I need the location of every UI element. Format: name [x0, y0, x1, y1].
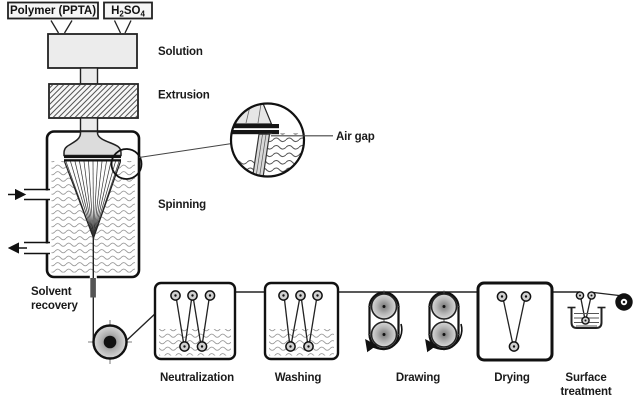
- solution-outlet-stem: [79, 67, 99, 85]
- airgap-marker-circle: [110, 148, 143, 180]
- air-gap-label: Air gap: [336, 131, 375, 143]
- fiber-to-bobbin: [593, 291, 620, 297]
- drying-oven: [476, 281, 554, 362]
- godet-wheel: [88, 320, 132, 364]
- treatment-beaker: [570, 307, 603, 329]
- drying-rollers: [496, 291, 532, 352]
- rotation-arrow: [365, 323, 403, 353]
- drawing-godet-pair-2: [425, 290, 463, 353]
- solution-vessel: [47, 33, 138, 69]
- acid-input-box: H2SO4: [103, 1, 153, 20]
- drying-label: Drying: [494, 372, 530, 384]
- neutralization-liquid: [159, 329, 231, 356]
- surface-treatment-unit: [567, 291, 606, 329]
- neutralization-bath: [153, 281, 237, 361]
- polymer-input-box: Polymer (PPTA): [7, 1, 99, 20]
- feed-funnels: [50, 20, 132, 34]
- extrusion-label: Extrusion: [158, 90, 210, 102]
- extruder: [48, 83, 139, 119]
- fiber-cone: [63, 161, 122, 239]
- drawing-godet-pair-1: [365, 290, 403, 353]
- washing-bath: [263, 281, 340, 361]
- washing-liquid: [269, 329, 334, 356]
- extruder-outlet-stem: [79, 117, 99, 133]
- airgap-detail-view: [229, 102, 306, 178]
- surface-treatment-label-line2: treatment: [560, 386, 611, 398]
- spinneret-die-face: [64, 155, 121, 159]
- solution-label: Solution: [158, 46, 203, 58]
- drawing-label: Drawing: [396, 372, 440, 384]
- solvent-recovery-label-line1: Solvent: [31, 286, 72, 298]
- bath-outlet-port: [24, 241, 50, 255]
- acid-label: H2SO4: [111, 5, 145, 19]
- bath-inlet-port: [24, 188, 50, 201]
- neutralization-label: Neutralization: [160, 372, 234, 384]
- takeup-bobbin: [615, 293, 633, 311]
- spinning-label: Spinning: [158, 199, 206, 211]
- washing-label: Washing: [275, 372, 322, 384]
- solvent-recovery-label-line2: recovery: [31, 300, 79, 312]
- washing-rollers: [278, 290, 323, 352]
- detail-fiber-bundle: [251, 133, 271, 176]
- surface-treatment-label-line1: Surface: [565, 372, 606, 384]
- fiber-guide-tube: [90, 278, 96, 298]
- callout-connector-line: [138, 142, 233, 159]
- neutralization-rollers: [170, 290, 216, 352]
- polymer-label: Polymer (PPTA): [10, 5, 96, 17]
- rotation-arrow: [425, 323, 463, 353]
- spinneret-die-face2: [64, 159, 121, 162]
